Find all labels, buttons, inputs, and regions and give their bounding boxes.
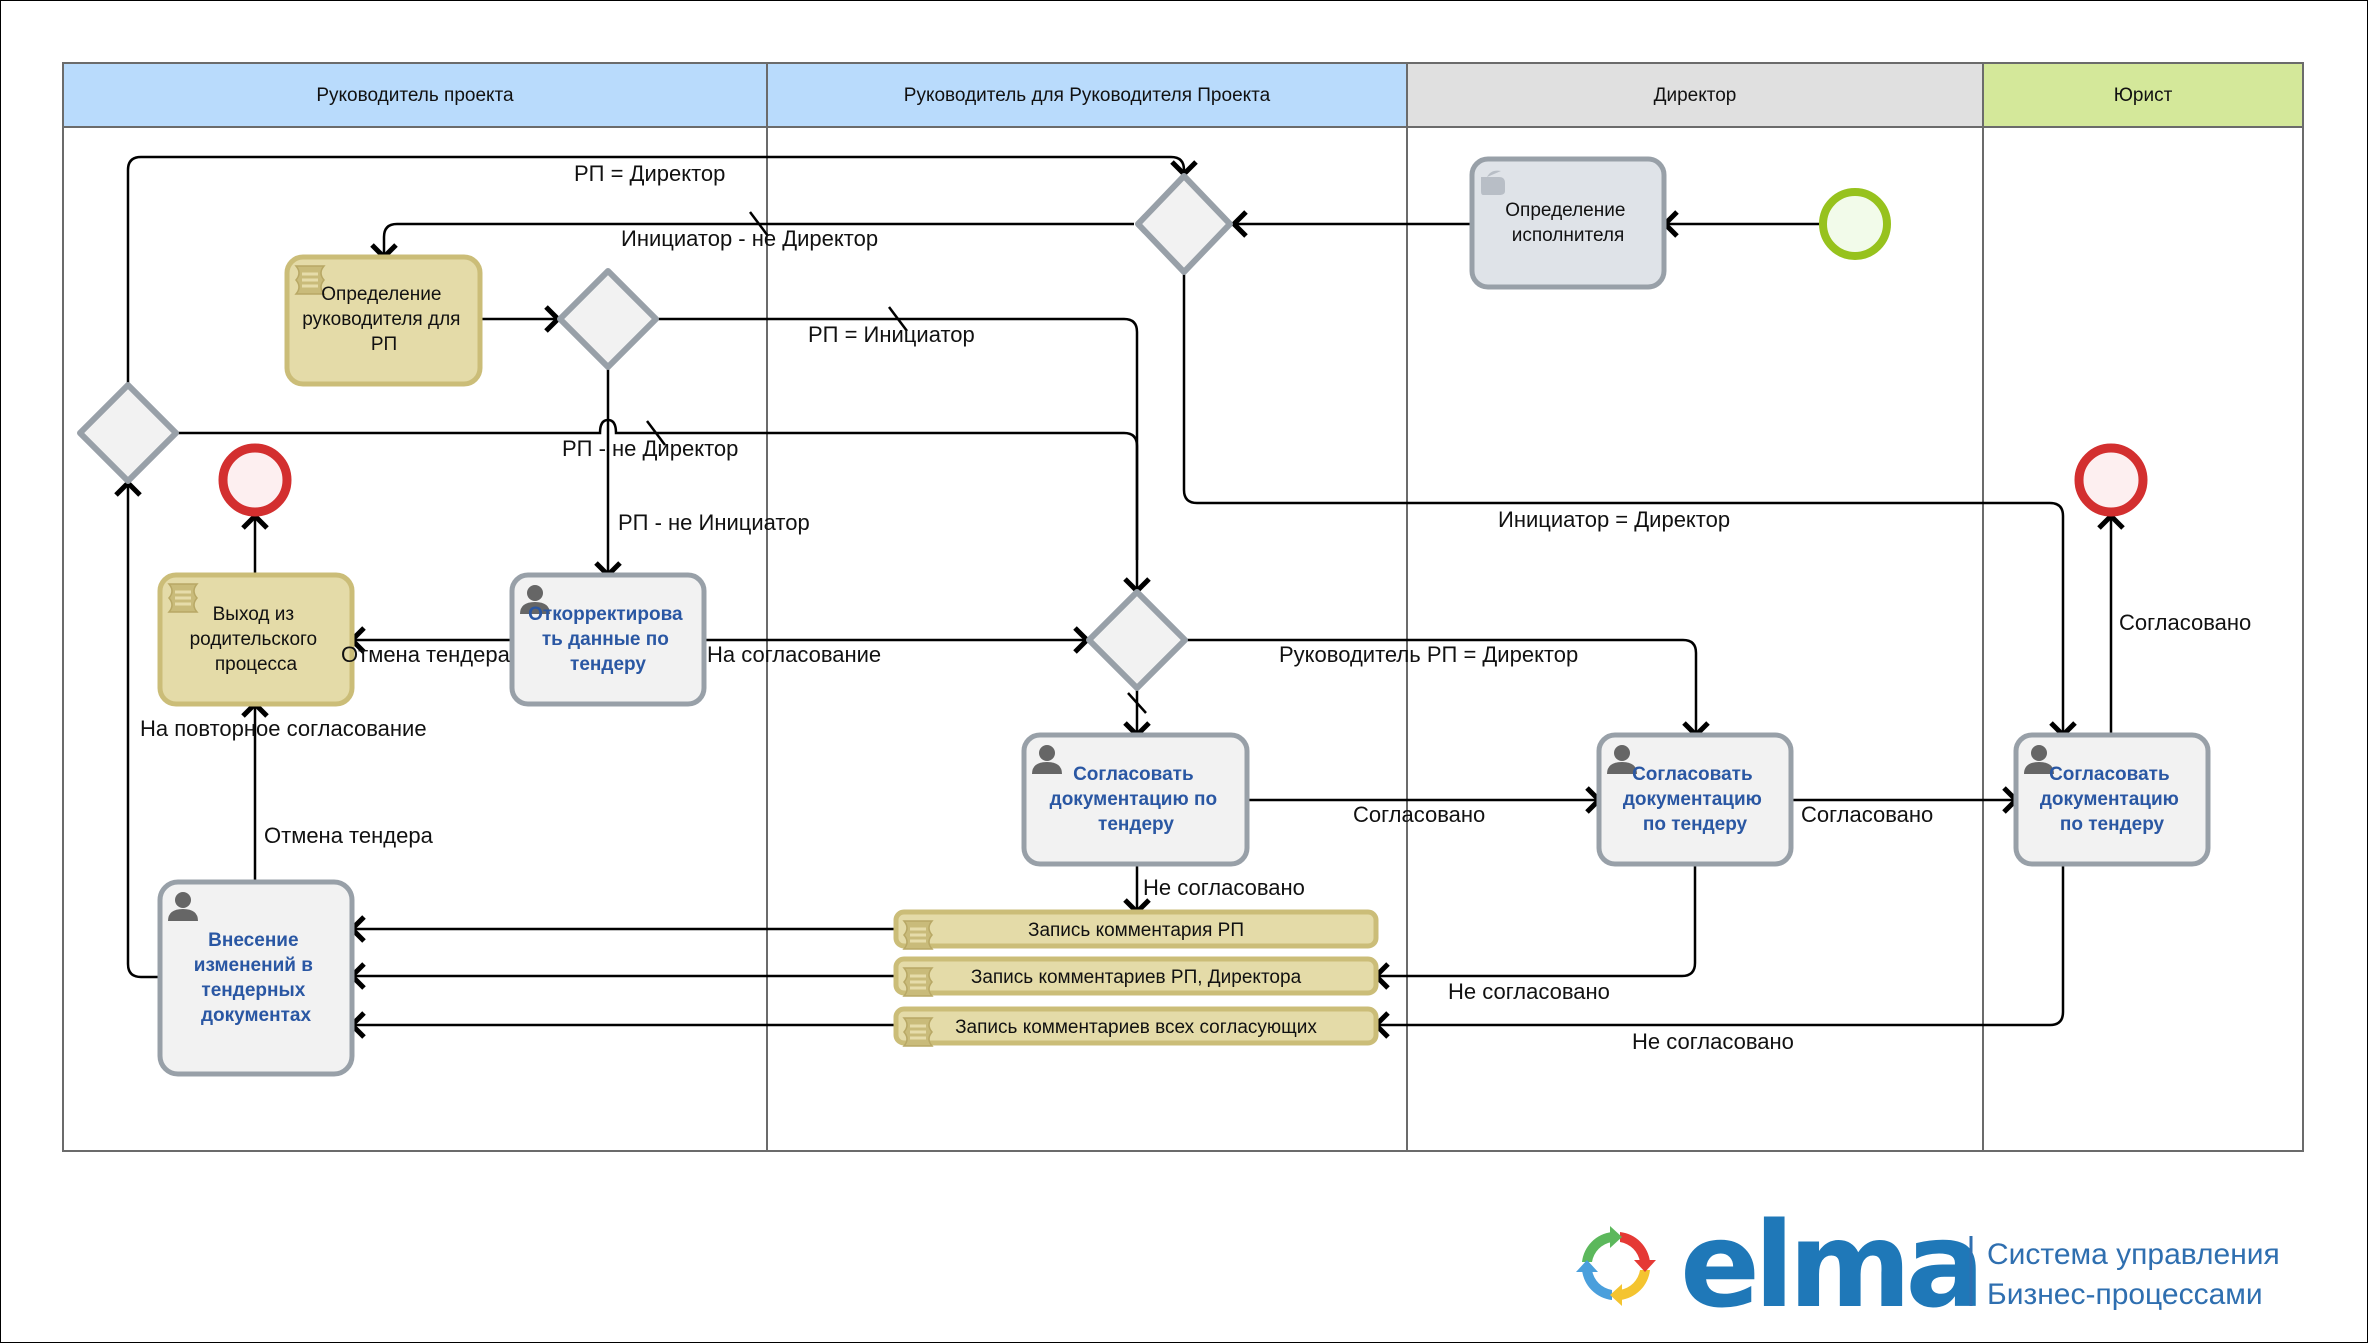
- flow-label: РП - не Директор: [562, 436, 738, 461]
- flow-label: РП = Инициатор: [808, 322, 975, 347]
- flow-label: Отмена тендера: [341, 642, 511, 667]
- task-label: Откорректирова ть данные по тендеру: [528, 604, 688, 675]
- end-event[interactable]: [218, 443, 292, 517]
- default-flow-marker: [888, 306, 908, 332]
- start-event[interactable]: [1819, 188, 1891, 260]
- flow-rp-eq-director[interactable]: [126, 155, 1186, 385]
- exclusive-gateway[interactable]: [557, 268, 659, 370]
- default-flow-marker: [1127, 692, 1147, 714]
- flow-label: На повторное согласование: [140, 716, 427, 741]
- task-label: Внесение изменений в тендерных документа…: [194, 930, 318, 1026]
- lane-title: Руководитель для Руководителя Проекта: [904, 85, 1271, 106]
- task-record-rp-director[interactable]: Запись комментариев РП, Директора: [893, 956, 1379, 998]
- task-approve-director[interactable]: Согласовать документацию по тендеру: [1596, 732, 1794, 867]
- cycle-arrows-icon: [1576, 1226, 1656, 1306]
- lane-header-director[interactable]: [1406, 62, 1984, 128]
- flow-label: Согласовано: [2119, 610, 2251, 635]
- arrowhead-icon: [1230, 210, 1248, 238]
- task-record-rp[interactable]: Запись комментария РП: [893, 909, 1379, 951]
- flow-label: Отмена тендера: [264, 823, 434, 848]
- default-flow-marker: [646, 420, 666, 446]
- flow-label: На согласование: [707, 642, 881, 667]
- flow-rp-not-director[interactable]: [178, 418, 1139, 560]
- logo-tagline: Бизнес-процессами: [1987, 1278, 2263, 1311]
- flow-label: Не согласовано: [1448, 979, 1610, 1004]
- flow-initiator-eq-director[interactable]: [1182, 274, 2065, 735]
- task-correct-data[interactable]: Откорректирова ть данные по тендеру: [509, 572, 707, 707]
- task-label: Определение руководителя для РП: [302, 284, 466, 355]
- logo-tagline: Система управления: [1987, 1238, 2280, 1271]
- script-icon: [902, 919, 934, 951]
- task-label: Запись комментариев РП, Директора: [971, 967, 1302, 988]
- script-icon: [902, 1016, 934, 1048]
- task-exit-parent[interactable]: Выход из родительского процесса: [157, 572, 355, 707]
- task-label: Согласовать документацию по тендеру: [1623, 764, 1767, 835]
- task-label: Определение исполнителя: [1505, 200, 1630, 246]
- lane-header-lawyer[interactable]: [1982, 62, 2304, 128]
- flow-not-approved-3[interactable]: [1376, 864, 2065, 1027]
- end-event[interactable]: [2074, 443, 2148, 517]
- script-icon: [167, 582, 199, 614]
- task-approve-rp-manager[interactable]: Согласовать документацию по тендеру: [1021, 732, 1250, 867]
- flow-label: Не согласовано: [1632, 1029, 1794, 1054]
- task-define-rp-manager[interactable]: Определение руководителя для РП: [284, 254, 483, 387]
- flow-label: Согласовано: [1801, 802, 1933, 827]
- flow-label: Инициатор = Директор: [1498, 507, 1730, 532]
- exclusive-gateway[interactable]: [1086, 589, 1188, 691]
- task-label: Согласовать документацию по тендеру: [2040, 764, 2184, 835]
- default-flow-marker: [749, 211, 769, 237]
- tasks: Определение исполнителя Определение руко…: [157, 156, 2211, 1077]
- task-record-all[interactable]: Запись комментариев всех согласующих: [893, 1006, 1379, 1048]
- flow-label: Согласовано: [1353, 802, 1485, 827]
- lane-title: Руководитель проекта: [316, 85, 514, 106]
- task-label: Согласовать документацию по тендеру: [1050, 764, 1223, 835]
- hand-icon: [1481, 170, 1505, 195]
- task-label: Запись комментария РП: [1028, 920, 1244, 941]
- flow-label: Не согласовано: [1143, 875, 1305, 900]
- task-label: Выход из родительского процесса: [190, 604, 323, 675]
- flow-rp-eq-initiator[interactable]: [658, 317, 1139, 591]
- flow-label: РП = Директор: [574, 161, 725, 186]
- exclusive-gateway[interactable]: [1135, 173, 1233, 275]
- elma-wordmark: elma: [1680, 1196, 1979, 1334]
- flow-initiator-not-director[interactable]: [382, 222, 1134, 257]
- events: [218, 188, 2148, 517]
- flow-re-approval[interactable]: [126, 483, 160, 979]
- script-icon: [294, 264, 326, 296]
- lane-title: Юрист: [2114, 85, 2173, 106]
- flow-not-approved-2[interactable]: [1376, 864, 1697, 978]
- lane-header-project-manager[interactable]: [62, 62, 768, 128]
- flow-rp-manager-eq-director[interactable]: [1187, 638, 1698, 735]
- task-label: Запись комментариев всех согласующих: [955, 1017, 1317, 1038]
- flow-label: Инициатор - не Директор: [621, 226, 878, 251]
- task-make-changes[interactable]: Внесение изменений в тендерных документа…: [157, 879, 355, 1077]
- elma-logo: elma Система управления Бизнес-процессам…: [1576, 1196, 2280, 1334]
- flow-label: Руководитель РП = Директор: [1279, 642, 1578, 667]
- script-icon: [902, 966, 934, 998]
- task-define-executor[interactable]: Определение исполнителя: [1469, 156, 1667, 290]
- exclusive-gateway[interactable]: [77, 382, 179, 484]
- flow-label: РП - не Инициатор: [618, 510, 810, 535]
- flow-labels: РП = Директор Инициатор - не Директор РП…: [140, 161, 2251, 1054]
- lane-title: Директор: [1654, 85, 1737, 106]
- task-approve-lawyer[interactable]: Согласовать документацию по тендеру: [2013, 732, 2211, 867]
- gateways: [77, 173, 1233, 691]
